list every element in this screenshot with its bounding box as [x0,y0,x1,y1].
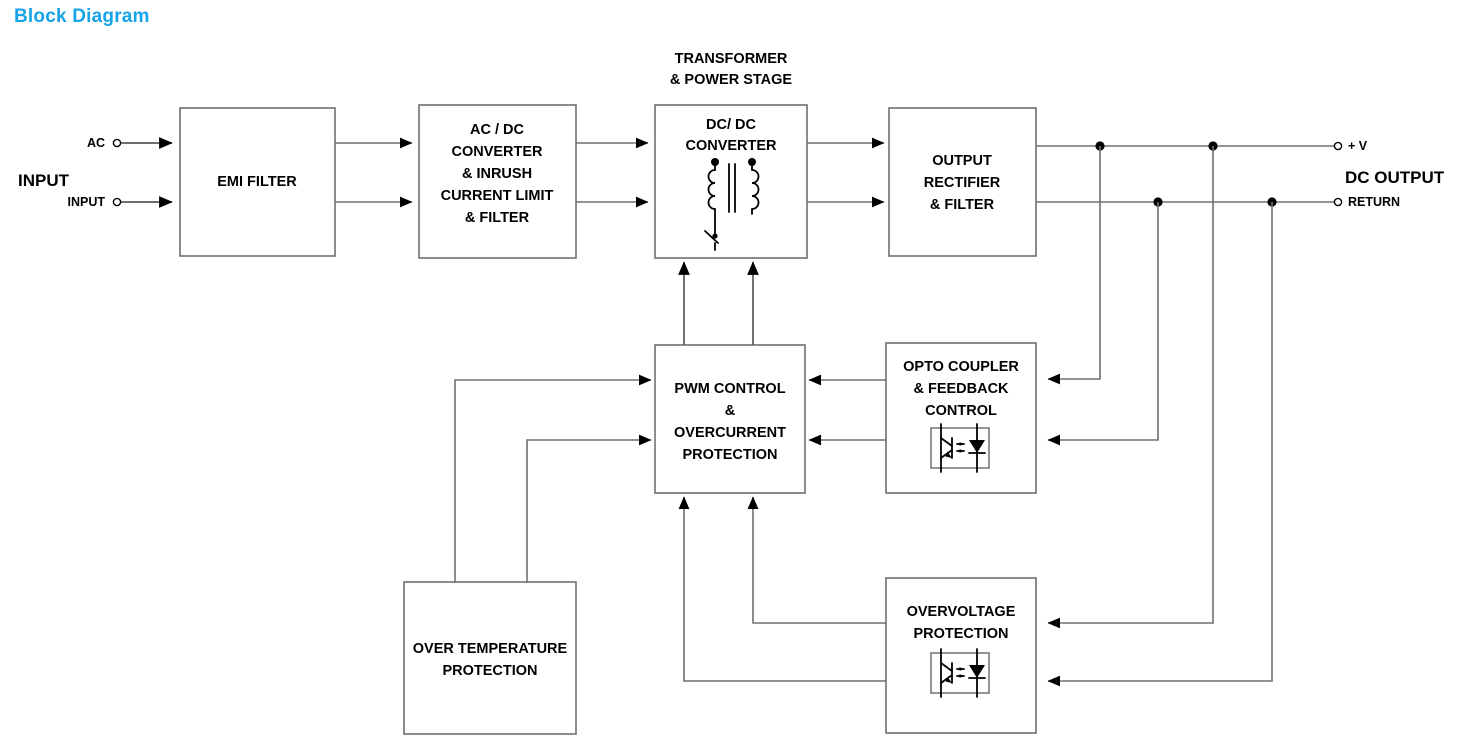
terminal-label-return: RETURN [1348,195,1400,209]
input-group-label: INPUT [18,171,70,190]
block-label-acdc-3: & INRUSH [462,166,532,182]
block-label-pwm-1: PWM CONTROL [674,381,785,397]
optocoupler-symbol [930,648,990,698]
terminal-label-input: INPUT [68,195,106,209]
block-over-temperature-protection[interactable]: OVER TEMPERATURE PROTECTION [403,581,577,735]
block-label-emi-filter: EMI FILTER [217,174,297,190]
caption-transformer: TRANSFORMER [675,51,788,67]
block-label-opto-3: CONTROL [925,403,997,419]
block-label-rect-2: RECTIFIER [924,175,1001,191]
terminal-label-ac: AC [87,136,105,150]
transformer-stage-caption: TRANSFORMER & POWER STAGE [670,51,793,88]
block-emi-filter[interactable]: EMI FILTER [179,107,336,257]
block-label-pwm-2: & [725,403,736,419]
block-label-acdc-5: & FILTER [465,210,530,226]
block-label-opto-2: & FEEDBACK [913,381,1009,397]
block-label-acdc-4: CURRENT LIMIT [441,188,554,204]
wire-return-to-ovp-bottom [1047,202,1273,687]
block-pwm-control[interactable]: PWM CONTROL & OVERCURRENT PROTECTION [654,344,806,494]
input-section: INPUT AC INPUT [18,136,173,209]
wire-otp-to-pwm-top [454,374,652,582]
optocoupler-symbol [930,423,990,473]
wire-plusv-to-ovp-top [1047,146,1214,629]
wire-ovp-to-pwm-inner [747,496,886,624]
block-label-rect-3: & FILTER [930,197,995,213]
output-section: + V RETURN DC OUTPUT [1036,139,1445,209]
block-dc-dc-converter[interactable]: DC/ DC CONVERTER [654,104,808,259]
transformer-symbol [704,158,760,251]
block-overvoltage-protection[interactable]: OVERVOLTAGE PROTECTION [885,577,1037,734]
terminal-dot-return [1333,197,1343,207]
block-label-pwm-3: OVERCURRENT [674,425,786,441]
block-label-acdc-1: AC / DC [470,122,525,138]
block-label-rect-1: OUTPUT [932,153,992,169]
caption-power-stage: & POWER STAGE [670,72,793,88]
output-group-label: DC OUTPUT [1345,168,1445,187]
terminal-dot-input [112,197,122,207]
terminal-label-plus-v: + V [1348,139,1368,153]
wire-plusv-to-opto-top [1047,146,1101,385]
block-ac-dc-converter[interactable]: AC / DC CONVERTER & INRUSH CURRENT LIMIT… [418,104,577,259]
block-opto-coupler[interactable]: OPTO COUPLER & FEEDBACK CONTROL [885,342,1037,494]
terminal-dot-plus-v [1333,141,1343,151]
wire-return-to-opto-bottom [1047,202,1159,446]
block-output-rectifier[interactable]: OUTPUT RECTIFIER & FILTER [888,107,1037,257]
block-label-otp-2: PROTECTION [442,663,537,679]
wire-otp-to-pwm-bottom [526,434,652,582]
terminal-dot-ac [112,138,122,148]
block-label-ovp-2: PROTECTION [913,626,1008,642]
page-title: Block Diagram [14,6,150,27]
block-label-dcdc-2: CONVERTER [685,138,777,154]
block-label-opto-1: OPTO COUPLER [903,359,1019,375]
wire-ovp-to-pwm-outer [678,496,886,682]
block-label-ovp-1: OVERVOLTAGE [907,604,1016,620]
block-label-otp-1: OVER TEMPERATURE [413,641,568,657]
block-label-dcdc-1: DC/ DC [706,117,756,133]
block-label-pwm-4: PROTECTION [682,447,777,463]
block-label-acdc-2: CONVERTER [451,144,543,160]
